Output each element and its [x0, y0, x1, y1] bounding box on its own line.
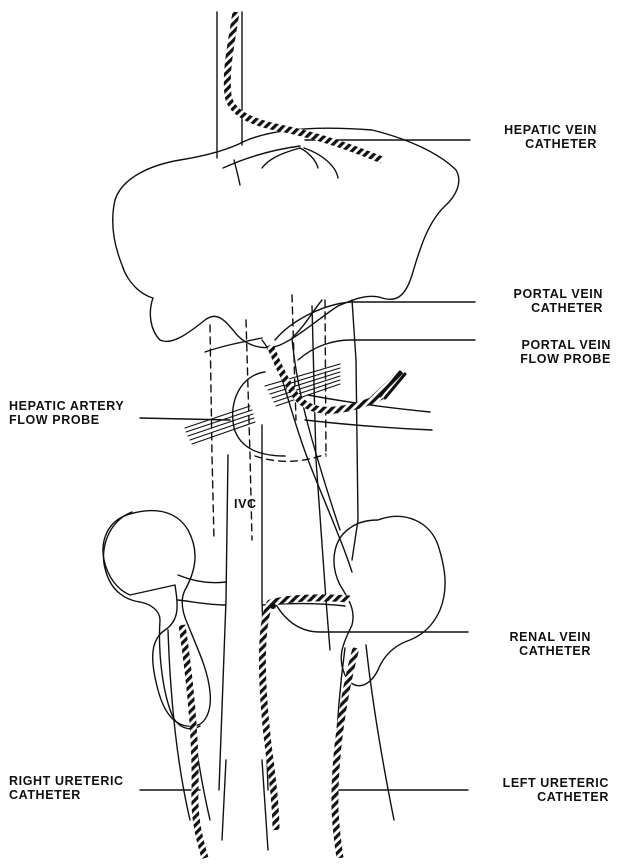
right-renal-vein-lower — [178, 600, 226, 605]
label-right-ureteric-catheter: RIGHT URETERIC CATHETER — [9, 774, 124, 802]
label-ivc: IVC — [234, 497, 257, 511]
leader-renal-vein — [275, 603, 468, 632]
label-hepatic-artery-flow-probe: HEPATIC ARTERY FLOW PROBE — [9, 399, 124, 427]
splenic-vein-lower — [305, 420, 432, 430]
portal-vein-left-branch — [292, 300, 322, 338]
liver-fissure-5 — [234, 160, 240, 185]
ivc-left-wall-lower — [219, 455, 228, 790]
aorta-right-wall-outer — [352, 300, 358, 560]
label-portal-vein-flow-probe: PORTAL VEIN FLOW PROBE — [520, 338, 611, 366]
right-renal-vein-upper — [178, 575, 226, 583]
label-hepatic-vein-catheter: HEPATIC VEIN CATHETER — [504, 123, 597, 151]
liver — [113, 128, 459, 348]
leader-portal-vein-flow-probe — [298, 340, 475, 360]
hepatic-vein-catheter — [227, 12, 382, 160]
left-ureter-wall-right — [366, 645, 394, 820]
renal-vein-catheter-tip — [270, 603, 276, 609]
liver-fissure-4 — [304, 148, 338, 178]
liver-fissure-2 — [262, 148, 300, 168]
hepatic-artery-flow-probe — [185, 406, 255, 444]
liver-fissure-3 — [300, 148, 318, 168]
leader-portal-vein-catheter — [275, 302, 475, 340]
left-ureteric-catheter — [335, 648, 356, 858]
right-kidney — [103, 511, 210, 727]
iliac-left — [222, 760, 226, 840]
label-left-ureteric-catheter: LEFT URETERIC CATHETER — [503, 776, 609, 804]
label-renal-vein-catheter: RENAL VEIN CATHETER — [510, 630, 591, 658]
label-portal-vein-catheter: PORTAL VEIN CATHETER — [514, 287, 603, 315]
leader-hepatic-artery-flow-probe — [140, 418, 230, 420]
dashed-aorta-left — [292, 295, 296, 420]
dashed-aorta-right — [325, 300, 326, 456]
